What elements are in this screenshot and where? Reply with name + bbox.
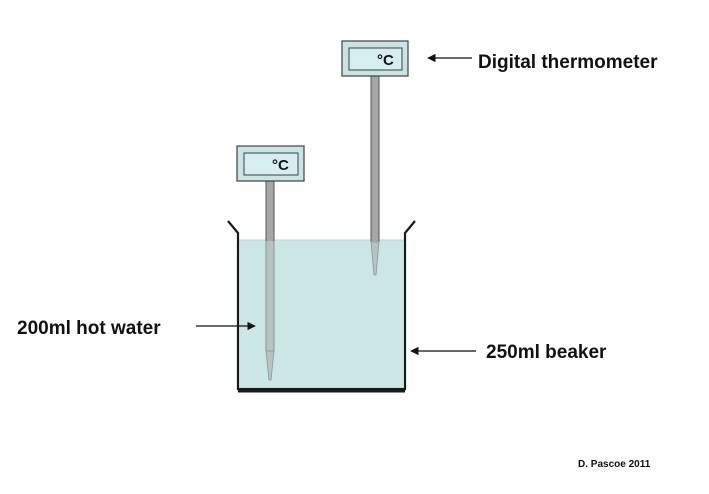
water-label: 200ml hot water xyxy=(17,318,161,339)
thermometer-left-tip xyxy=(265,350,275,381)
water-overlay xyxy=(239,241,404,388)
thermometer-left: °C xyxy=(236,145,305,381)
beaker xyxy=(227,220,416,391)
thermometer-left-screen xyxy=(243,152,299,176)
beaker-label: 250ml beaker xyxy=(486,342,607,363)
thermometer-left-unit: °C xyxy=(272,157,289,174)
thermometer-label: Digital thermometer xyxy=(478,52,658,73)
thermometer-right-tip xyxy=(370,241,380,276)
thermometer-right: °C xyxy=(341,40,409,276)
credit-label: D. Pascoe 2011 xyxy=(578,459,651,470)
thermometer-right-screen xyxy=(348,47,403,71)
thermometer-right-probe xyxy=(370,75,380,243)
thermometer-right-unit: °C xyxy=(377,52,394,69)
